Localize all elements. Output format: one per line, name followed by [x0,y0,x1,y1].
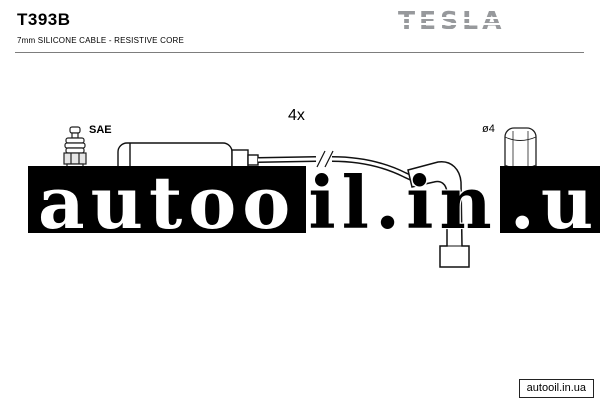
diameter-label: ø4 [482,123,495,135]
part-number: T393B [17,10,71,29]
site-label: autooil.in.ua [526,382,586,394]
tesla-logo: TESLA [396,6,508,36]
elbow-boot [407,161,470,268]
break-mark [316,150,334,168]
watermark-right-segment: .ua [499,166,600,238]
product-subtitle: 7mm SILICONE CABLE - RESISTIVE CORE [17,36,185,45]
watermark-left-segment: autoo [28,166,307,238]
cable-wire [257,150,418,183]
logo-stripe [396,29,508,31]
site-label-box: autooil.in.ua [518,379,594,398]
sae-standard-label: SAE [89,124,112,136]
logo-stripe [396,23,508,25]
watermark: autoo il.in .ua [28,159,600,245]
watermark-middle-segment: il.in [308,159,498,245]
logo-stripe [396,17,508,19]
header-divider [15,52,584,53]
quantity-label: 4x [288,107,305,124]
